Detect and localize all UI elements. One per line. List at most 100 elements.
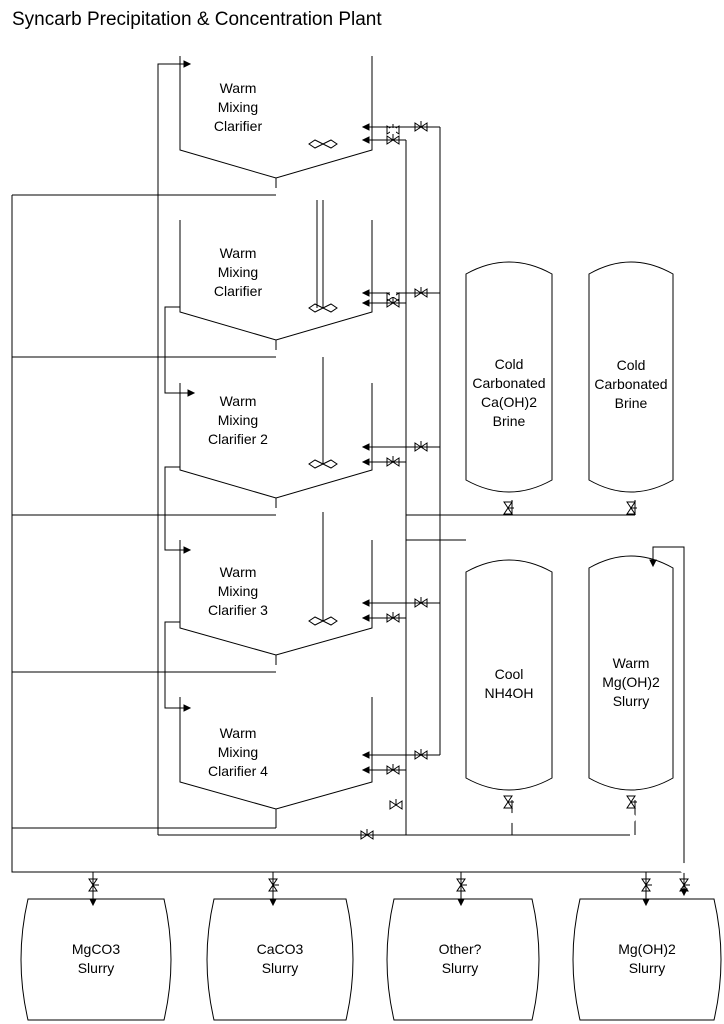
clarifier-label-line: Mixing bbox=[217, 583, 259, 599]
arrow-down-icon bbox=[680, 888, 688, 897]
tank-label-line: Cold bbox=[616, 357, 646, 373]
tank-label-line: Ca(OH)2 bbox=[480, 394, 537, 410]
pump-icon bbox=[679, 863, 689, 873]
tank-label-line: Brine bbox=[614, 395, 648, 411]
product-drums bbox=[20, 898, 722, 1021]
valve-body bbox=[414, 750, 428, 760]
valve-actuator bbox=[390, 758, 396, 764]
arrow-down-icon bbox=[457, 898, 465, 907]
valve-actuator bbox=[390, 450, 396, 456]
valve-body bbox=[414, 442, 428, 452]
valve-icon bbox=[88, 878, 105, 892]
tank-label-line: Warm bbox=[612, 655, 650, 671]
arrow-left-icon bbox=[361, 443, 370, 451]
clarifier-label-line: Mixing bbox=[217, 412, 259, 428]
arrow-left-icon bbox=[361, 751, 370, 759]
arrow-down-icon bbox=[269, 898, 277, 907]
valve-actuator bbox=[279, 882, 285, 888]
valve-actuator bbox=[390, 118, 396, 124]
valve-actuator bbox=[390, 128, 396, 134]
valve-icon bbox=[268, 878, 285, 892]
valve-icon bbox=[626, 795, 643, 809]
valve-actuator bbox=[393, 793, 399, 799]
clarifier-label-line: Warm bbox=[219, 80, 257, 96]
valve-actuator bbox=[418, 281, 424, 287]
valve-actuator bbox=[690, 882, 696, 888]
clarifier-label-line: Mixing bbox=[217, 264, 259, 280]
valve-icon bbox=[386, 450, 400, 467]
drum-label-line: Slurry bbox=[77, 960, 115, 976]
clarifier-label-line: Mixing bbox=[217, 99, 259, 115]
tank-label-line: Cold bbox=[494, 356, 524, 372]
valve-body bbox=[389, 800, 403, 810]
valve-body bbox=[503, 795, 513, 809]
valve-actuator bbox=[637, 505, 643, 511]
valve-body bbox=[386, 457, 400, 467]
valve-body bbox=[414, 122, 428, 132]
storage-tank bbox=[588, 261, 674, 493]
valve-body bbox=[88, 878, 98, 892]
valve-body bbox=[414, 288, 428, 298]
drum-label-line: Slurry bbox=[261, 960, 299, 976]
pump-icon bbox=[626, 518, 636, 528]
valve-actuator bbox=[99, 882, 105, 888]
overflow-3-4 bbox=[164, 621, 190, 709]
agitators bbox=[308, 139, 338, 626]
valve-body bbox=[641, 878, 651, 892]
valve-body bbox=[386, 135, 400, 145]
valve-actuator bbox=[390, 285, 396, 291]
valve-icon bbox=[386, 128, 400, 145]
arrow-left-icon bbox=[361, 136, 370, 144]
tank-label-line: Carbonated bbox=[594, 376, 668, 392]
tank-label-line: Carbonated bbox=[472, 375, 546, 391]
tank-label-line: Brine bbox=[492, 413, 526, 429]
arrow-left-icon bbox=[361, 123, 370, 131]
valve-actuator bbox=[390, 291, 396, 297]
overflow-return bbox=[157, 63, 190, 835]
valve-icon bbox=[386, 758, 400, 775]
overflow-1-2 bbox=[164, 306, 194, 394]
valve-icon bbox=[414, 435, 428, 452]
drum-label-line: Slurry bbox=[441, 960, 479, 976]
valve-icon bbox=[679, 878, 696, 892]
valve-body bbox=[679, 878, 689, 892]
valve-actuator bbox=[514, 799, 520, 805]
storage-tank bbox=[465, 559, 553, 791]
valve-icon bbox=[456, 878, 473, 892]
arrow-left-icon bbox=[361, 766, 370, 774]
product-drum bbox=[572, 898, 722, 1021]
valve-body bbox=[386, 298, 400, 308]
valve-actuator bbox=[390, 606, 396, 612]
arrow-left-icon bbox=[361, 614, 370, 622]
valve-body bbox=[456, 878, 466, 892]
drum-label-line: CaCO3 bbox=[256, 941, 304, 957]
arrow-left-icon bbox=[361, 599, 370, 607]
valve-icon bbox=[641, 878, 658, 892]
clarifier-label-line: Warm bbox=[219, 245, 257, 261]
valve-icon bbox=[503, 501, 520, 515]
underflow-header bbox=[11, 195, 684, 873]
storage-tank bbox=[588, 555, 674, 791]
valve-body bbox=[386, 292, 400, 302]
clarifier-label-line: Warm bbox=[219, 393, 257, 409]
valve-icon bbox=[386, 606, 400, 623]
valve-icon bbox=[626, 501, 643, 515]
arrow-left-icon bbox=[361, 289, 370, 297]
valve-body bbox=[360, 830, 374, 840]
valves bbox=[88, 115, 696, 892]
agitator-impeller-icon bbox=[308, 459, 338, 469]
drum-label-line: Mg(OH)2 bbox=[618, 941, 676, 957]
arrow-right-icon bbox=[183, 60, 192, 68]
clarifier-label-line: Clarifier 3 bbox=[208, 602, 268, 618]
valve-actuator bbox=[418, 743, 424, 749]
clarifier-label-line: Clarifier bbox=[213, 118, 263, 134]
pump-icon bbox=[503, 518, 513, 528]
valve-icon bbox=[414, 743, 428, 760]
